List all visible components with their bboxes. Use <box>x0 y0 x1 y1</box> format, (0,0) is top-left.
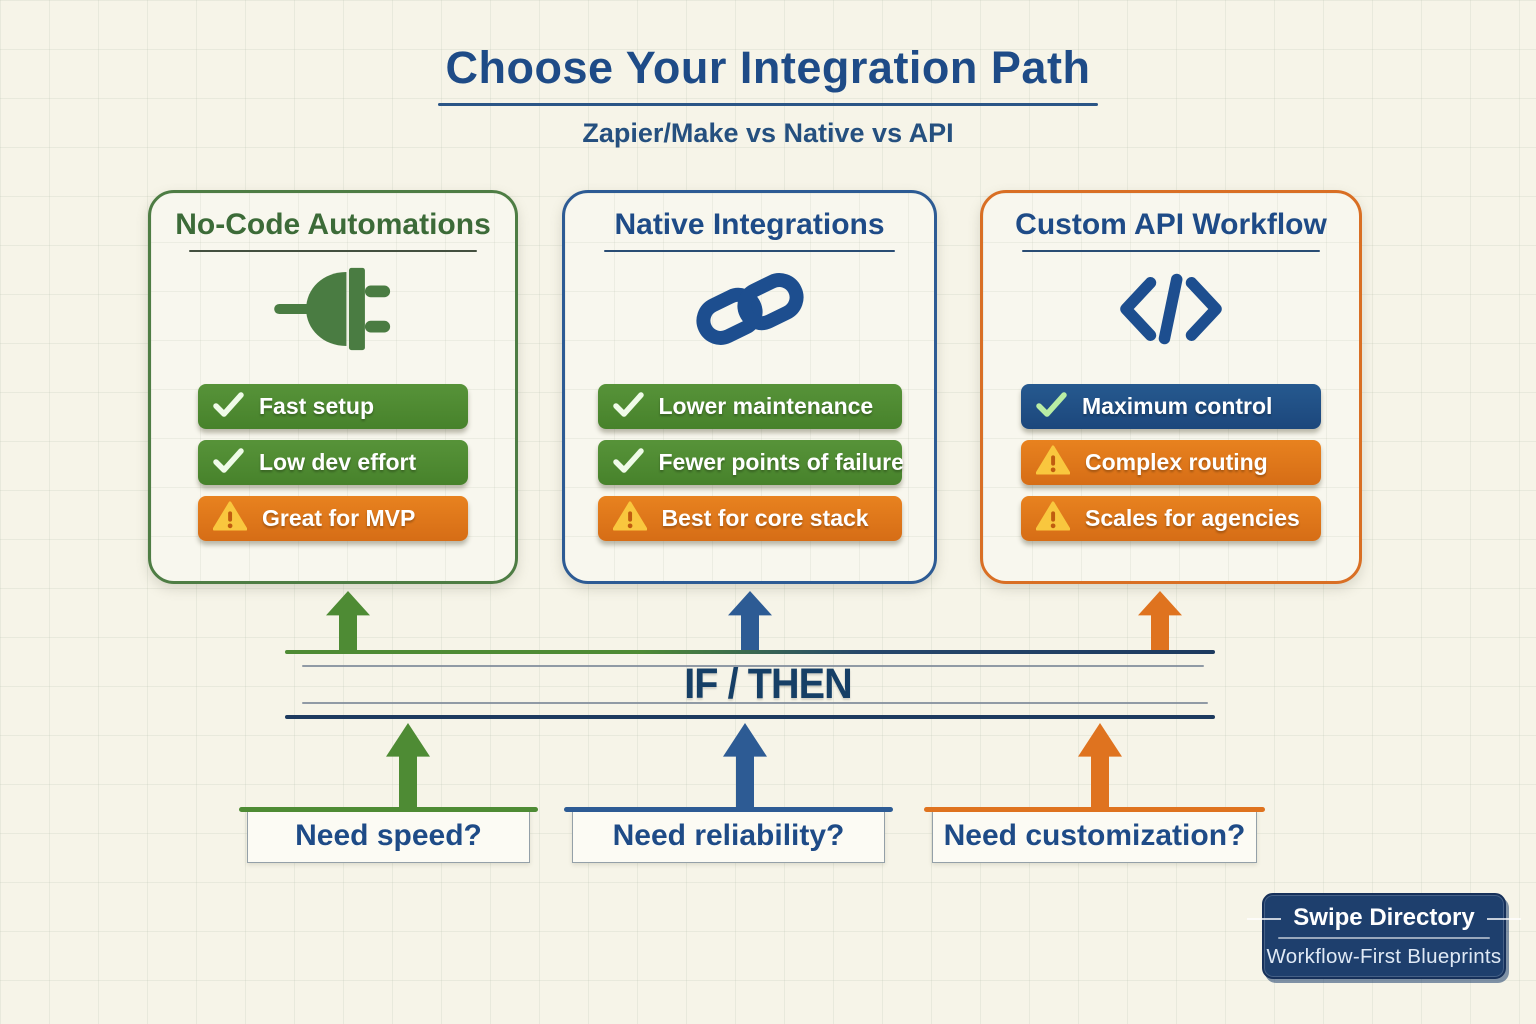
arrow-up-from-need-customization-icon <box>1078 723 1122 807</box>
badge-label: Scales for agencies <box>1085 505 1300 531</box>
card-native-integrations: Native Integrations Lower maintenance Fe… <box>562 190 937 584</box>
band-line-middle-upper <box>302 665 1204 667</box>
card-title-underline <box>1022 250 1320 252</box>
card-no-code-automations: No-Code Automations Fast setup <box>148 190 518 584</box>
badge-label: Lower maintenance <box>658 393 874 419</box>
arrow-up-to-native-icon <box>728 591 772 652</box>
card-icon-area <box>151 252 515 370</box>
arrow-up-to-api-icon <box>1138 591 1182 652</box>
badge-list: Fast setup Low dev effort Great for MVP <box>151 384 515 541</box>
card-title: No-Code Automations <box>175 208 491 241</box>
chain-link-icon <box>692 268 808 355</box>
badge-label: Fewer points of failure <box>658 449 904 475</box>
question-topline <box>564 807 893 812</box>
card-title-underline <box>603 250 896 252</box>
brand-subtitle: Workflow-First Blueprints <box>1266 944 1502 968</box>
card-icon-area <box>565 252 934 370</box>
check-icon <box>213 447 244 478</box>
page-title: Choose Your Integration Path <box>445 42 1091 93</box>
badge-great-for-mvp: Great for MVP <box>198 496 468 541</box>
card-title: Native Integrations <box>614 208 885 241</box>
brand-title: Swipe Directory <box>1247 904 1522 932</box>
badge-list: Maximum control Complex routing Scales f… <box>983 384 1359 541</box>
band-line-bottom <box>285 715 1215 719</box>
question-label: Need speed? <box>295 819 482 852</box>
check-icon <box>213 391 244 422</box>
badge-low-dev-effort: Low dev effort <box>198 440 468 485</box>
check-icon <box>612 391 644 422</box>
header: Choose Your Integration Path Zapier/Make… <box>0 42 1536 149</box>
arrow-up-from-need-reliability-icon <box>723 723 767 807</box>
check-icon <box>1036 391 1067 422</box>
title-underline <box>438 103 1098 106</box>
badge-label: Low dev effort <box>259 449 417 475</box>
badge-best-for-core-stack: Best for core stack <box>597 496 902 541</box>
page-subtitle: Zapier/Make vs Native vs API <box>582 118 954 148</box>
warning-icon <box>612 501 647 536</box>
badge-label: Great for MVP <box>262 505 416 531</box>
question-topline <box>239 807 538 812</box>
badge-fast-setup: Fast setup <box>198 384 468 429</box>
badge-list: Lower maintenance Fewer points of failur… <box>565 384 934 541</box>
code-icon <box>1113 268 1229 355</box>
band-line-top <box>285 650 1215 654</box>
badge-fewer-points-of-failure: Fewer points of failure <box>597 440 904 485</box>
badge-label: Maximum control <box>1082 393 1273 419</box>
badge-label: Best for core stack <box>661 505 869 531</box>
card-icon-area <box>983 252 1359 370</box>
card-title-underline <box>189 250 477 252</box>
badge-complex-routing: Complex routing <box>1021 440 1321 485</box>
warning-icon <box>1035 501 1071 536</box>
question-label: Need customization? <box>943 819 1246 852</box>
arrow-up-from-need-speed-icon <box>386 723 430 807</box>
question-box-need-speed: Need speed? <box>239 807 538 863</box>
check-icon <box>612 447 644 478</box>
warning-icon <box>212 501 248 536</box>
badge-label: Fast setup <box>259 393 375 419</box>
warning-icon <box>1035 445 1071 480</box>
question-label: Need reliability? <box>612 819 845 852</box>
plug-icon <box>274 267 392 356</box>
brand-divider <box>1278 937 1490 939</box>
if-then-label: IF / THEN <box>684 660 852 708</box>
band-line-middle-lower <box>302 702 1208 704</box>
card-custom-api-workflow: Custom API Workflow Maximum control <box>980 190 1362 584</box>
brand-badge: Swipe Directory Workflow-First Blueprint… <box>1247 893 1522 979</box>
badge-maximum-control: Maximum control <box>1021 384 1321 429</box>
badge-label: Complex routing <box>1085 449 1268 475</box>
question-box-need-customization: Need customization? <box>924 807 1265 863</box>
question-box-need-reliability: Need reliability? <box>564 807 893 863</box>
arrow-up-to-no-code-icon <box>326 591 370 652</box>
badge-scales-for-agencies: Scales for agencies <box>1021 496 1321 541</box>
card-title: Custom API Workflow <box>1015 208 1327 241</box>
badge-lower-maintenance: Lower maintenance <box>597 384 902 429</box>
question-topline <box>924 807 1265 812</box>
